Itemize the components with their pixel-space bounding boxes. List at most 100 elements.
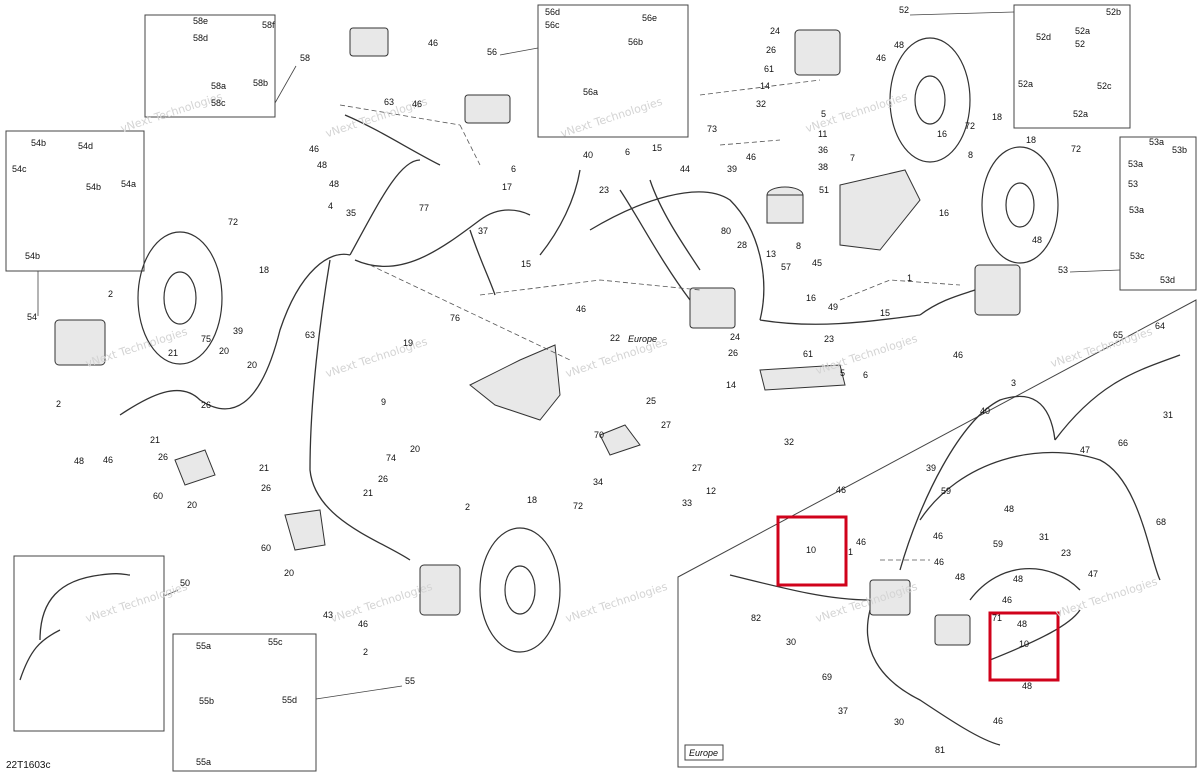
inset-50 [13,555,165,732]
reservoir-body [766,194,804,224]
callout-c156: 48 [955,572,965,582]
brake-pedal [599,424,641,456]
callout-c75: 4 [328,201,333,211]
brake-discs [137,37,1059,653]
callout-c109: 5 [840,368,845,378]
callout-c79: 15 [521,259,531,269]
callout-c2: 58f [262,20,275,30]
callout-c11: 56c [545,20,560,30]
abs-module-europe-2 [934,614,971,646]
callout-c89: 1 [907,273,912,283]
callout-c24: 72 [965,121,975,131]
callout-c10: 56e [642,13,657,23]
callout-c87: 16 [806,293,816,303]
callout-c40: 16 [937,129,947,139]
callout-c147: 68 [1156,517,1166,527]
callout-c100: 26 [728,348,738,358]
callout-c34: 73 [707,124,717,134]
callout-c98: 24 [730,332,740,342]
callout-c145: 2 [465,502,470,512]
bracket-center [469,344,561,421]
callout-c177: 69 [822,672,832,682]
callout-c93: 63 [305,330,315,340]
callout-c163: 82 [751,613,761,623]
callout-c112: 14 [726,380,736,390]
callout-c91: 54 [27,312,37,322]
callout-c31: 52a [1073,109,1088,119]
callout-c50: 54a [121,179,136,189]
watermark-11: vNext Technologies [329,580,434,625]
callout-c9: 56d [545,7,560,17]
callout-c179: 48 [1022,681,1032,691]
callout-c7: 58c [211,98,226,108]
callout-c52: 46 [309,144,319,154]
disc-bottom-center [479,527,561,653]
callout-c94: 19 [403,338,413,348]
inset-56 [537,4,689,138]
callout-c33: 46 [412,99,422,109]
callout-c96: 46 [576,304,586,314]
callout-c1: 58e [193,16,208,26]
callout-c126: 26 [158,452,168,462]
callout-c72: 53a [1129,205,1144,215]
callout-c23: 18 [992,112,1002,122]
callout-c141: 20 [187,500,197,510]
callout-c57: 17 [502,182,512,192]
callout-c136: 59 [941,486,951,496]
callout-c169: 46 [358,619,368,629]
callout-c41: 8 [968,150,973,160]
callout-c88: 49 [828,302,838,312]
callout-c103: 75 [201,334,211,344]
callout-c3: 58d [193,33,208,43]
callout-c5: 58a [211,81,226,91]
callout-c20: 52 [899,5,909,15]
callout-c43: 16 [939,208,949,218]
callout-c154: 23 [1061,548,1071,558]
inset-55 [172,633,317,772]
bracket-60-lower [284,509,326,551]
callout-c63: 44 [680,164,690,174]
callout-c58: 40 [583,150,593,160]
callout-c55: 77 [419,203,429,213]
callout-c178: 46 [993,716,1003,726]
callout-c113: 3 [1011,378,1016,388]
callout-c19: 32 [756,99,766,109]
callout-c122: 66 [1118,438,1128,448]
callout-c172: 55c [268,637,283,647]
callout-c76: 35 [346,208,356,218]
callout-c49: 54b [86,182,101,192]
inset-52 [1013,4,1131,129]
master-cylinder [464,94,511,124]
callout-c146: 48 [1004,504,1014,514]
callout-c97: 22 [610,333,620,343]
callout-c95: 76 [450,313,460,323]
callout-c64: 23 [599,185,609,195]
callout-c180: 37 [838,706,848,716]
highlights [776,515,1060,682]
callout-c106: 65 [1113,330,1123,340]
callout-c102: 46 [953,350,963,360]
callout-c127: 47 [1080,445,1090,455]
inset-58 [144,14,276,118]
callout-c140: 60 [153,491,163,501]
diagram-code: 22T1603c [6,760,50,771]
callout-c45: 72 [1071,144,1081,154]
callout-c175: 55d [282,695,297,705]
callout-c142: 33 [682,498,692,508]
callout-c71: 53 [1128,179,1138,189]
callout-c160: 20 [284,568,294,578]
brake-lines [19,114,1181,746]
callout-c38: 38 [818,162,828,172]
callout-c56: 6 [511,164,516,174]
callout-c120: 32 [784,437,794,447]
callout-c99: 23 [824,334,834,344]
callout-c15: 24 [770,26,780,36]
callout-c39: 51 [819,185,829,195]
europe-label-center: Europe [628,334,657,344]
callout-c46: 54b [31,138,46,148]
callout-c135: 46 [836,485,846,495]
callout-c62: 39 [727,164,737,174]
disc-right [981,146,1059,264]
